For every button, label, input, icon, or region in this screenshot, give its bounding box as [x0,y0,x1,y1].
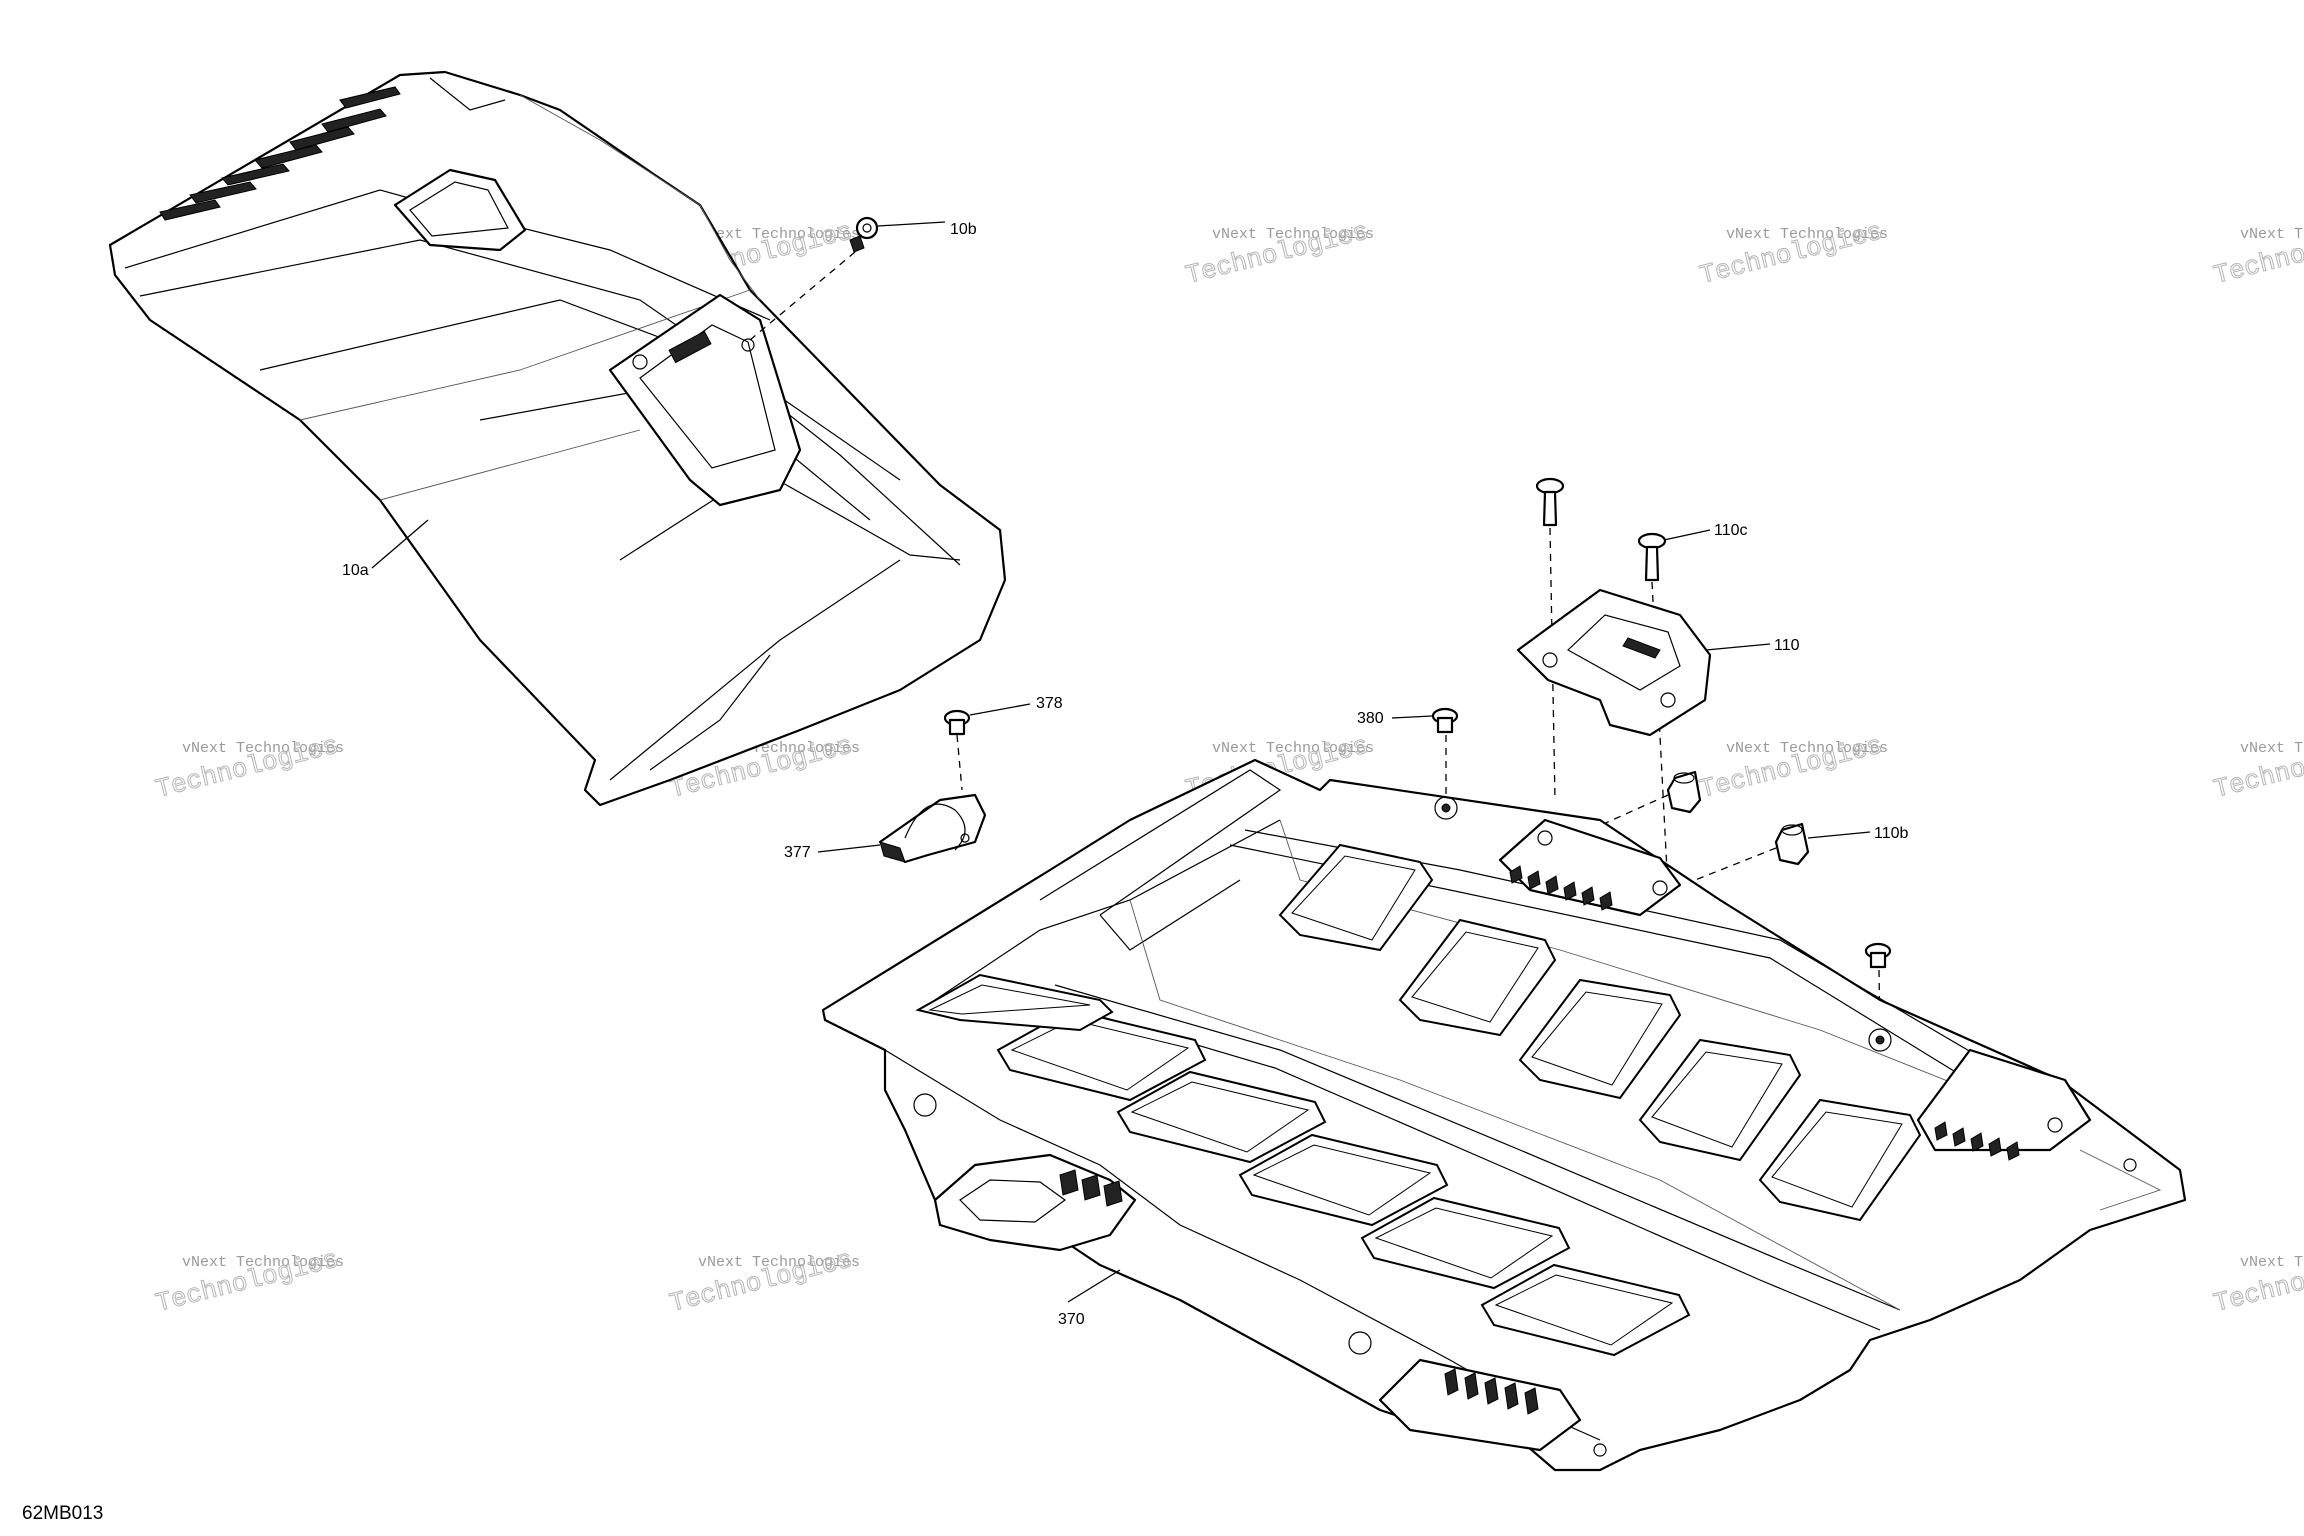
watermark-r2c5: vNext Technologies Technologies [2210,730,2304,805]
vent-slats [159,86,401,221]
watermark-r1c4: vNext Technologies Technologies [1696,216,1888,291]
watermark-r3c1: vNext Technologies Technologies [152,1244,344,1319]
callout-10b: 10b [950,221,977,238]
pocket [1278,843,1434,952]
pocket [1480,1263,1691,1357]
part-110-linq-base [1516,588,1771,737]
callout-labels: 10b 10a 110c 110 378 380 377 110b 370 [342,221,1909,1328]
callout-377: 377 [784,844,811,861]
pocket [1518,978,1682,1100]
pocket [1238,1133,1449,1227]
pocket-row-front [996,1008,1691,1357]
watermark-text: vNext Technologies [182,1254,344,1271]
watermark-text: vNext Technologies [1726,740,1888,757]
linq-handle-upper [608,293,802,507]
part-380-screw [1391,707,1459,800]
watermark-text: vNext Technologies [1212,740,1374,757]
pocket [1116,1070,1327,1164]
part-377-clamp [817,793,987,864]
watermark-r1c5: vNext Technologies Technologies [2210,216,2304,291]
watermark-text: vNext Technologies [1726,226,1888,243]
callout-370: 370 [1058,1311,1085,1328]
watermark-r3c2: vNext Technologies Technologies [666,1244,860,1319]
part-378-screw [943,703,1031,791]
linq-handle-left [933,1153,1137,1252]
callout-10a: 10a [342,562,369,579]
watermark-text: vNext Technologies [2240,1254,2304,1271]
watermark-text: vNext Technologies [1212,226,1374,243]
watermark-text: vNext Technologies [2240,740,2304,757]
bolt-holes [913,796,2137,1457]
part-10b-screw [749,216,946,341]
pocket [1398,918,1557,1037]
callout-110b: 110b [1874,825,1909,842]
callout-110: 110 [1774,637,1800,654]
part-10a-upper-cover [108,70,1007,807]
part-110c-screws [1535,477,1711,891]
part-370-skid-plate [821,758,2187,1472]
watermark-r3c5: vNext Technologies Technologies [2210,1244,2304,1319]
callout-380: 380 [1357,710,1384,727]
callout-378: 378 [1036,695,1063,712]
pocket [1638,1038,1802,1162]
diagram-code: 62MB013 [22,1503,103,1524]
pocket [1360,1196,1571,1290]
linq-mount-right [1916,1048,2092,1161]
watermark-r1c3: vNext Technologies Technologies [1182,216,1374,291]
watermark-r2c1: vNext Technologies Technologies [152,730,344,805]
pocket [1758,1098,1922,1222]
watermark-text: vNext Technologies [698,226,860,243]
linq-mount-back [1498,818,1682,917]
watermark-text: vNext Technologies [182,740,344,757]
pocket-row-back [1278,843,1922,1222]
watermark-r2c4: vNext Technologies Technologies [1696,730,1888,805]
watermark-text: vNext Technologies [2240,226,2304,243]
linq-mount-front [1378,1358,1582,1452]
callout-110c: 110c [1714,522,1748,539]
watermark-text: vNext Technologies [698,1254,860,1271]
